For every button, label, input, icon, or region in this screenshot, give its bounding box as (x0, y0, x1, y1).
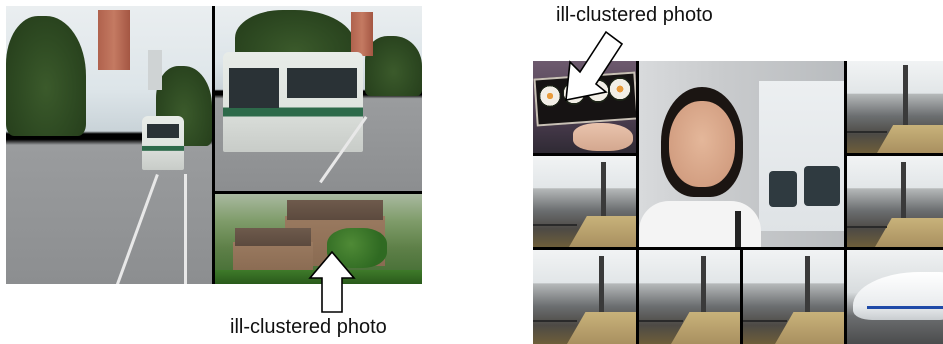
trees (6, 16, 86, 136)
tower-building (148, 50, 162, 90)
platform-post (599, 256, 604, 326)
rail (533, 224, 577, 226)
train-window (804, 166, 840, 206)
photo-station[interactable] (847, 156, 943, 247)
photo-sushi[interactable] (533, 61, 636, 153)
train-nose (853, 272, 943, 320)
platform (567, 312, 636, 344)
photo-tram-street[interactable] (6, 6, 212, 284)
platform (775, 312, 844, 344)
sushi-roll (609, 77, 631, 101)
tower-building (98, 10, 130, 70)
trees (365, 36, 422, 96)
tram-window (147, 124, 179, 138)
photo-station[interactable] (533, 250, 636, 344)
train-side (759, 81, 844, 231)
house-wall (233, 242, 313, 272)
train-stripe (867, 306, 943, 309)
photo-station[interactable] (639, 250, 740, 344)
tram-window (287, 68, 357, 98)
left-photo-collage (6, 6, 422, 284)
left-caption: ill-clustered photo (230, 316, 387, 338)
platform-post (805, 256, 810, 326)
platform (569, 216, 636, 247)
ivy (327, 228, 387, 268)
hedge (215, 270, 422, 284)
platform-post (901, 162, 906, 232)
tower-building (351, 12, 373, 56)
road-marking (114, 174, 159, 284)
platform (877, 125, 943, 153)
train-window (769, 171, 797, 207)
shirt (639, 201, 761, 247)
photo-station[interactable] (743, 250, 844, 344)
platform-post (601, 162, 606, 232)
face (669, 101, 735, 187)
rail (847, 226, 887, 228)
road-marking (184, 174, 187, 284)
photo-cottage[interactable] (215, 194, 422, 284)
rail (847, 131, 887, 133)
photo-tram-closeup[interactable] (215, 6, 422, 191)
sushi-roll (587, 79, 609, 103)
rail (639, 320, 683, 322)
house-roof (287, 200, 383, 220)
bag-strap (735, 211, 741, 247)
right-caption: ill-clustered photo (556, 4, 713, 26)
right-photo-collage (533, 61, 943, 344)
platform (671, 312, 740, 344)
platform (875, 218, 943, 247)
photo-station[interactable] (533, 156, 636, 247)
house-roof (235, 228, 311, 246)
platform-post (701, 256, 706, 326)
photo-bullet-train[interactable] (847, 250, 943, 344)
photo-portrait[interactable] (639, 61, 844, 247)
rail (533, 320, 577, 322)
hand (573, 123, 633, 151)
sushi-roll (563, 81, 585, 105)
sushi-roll (539, 85, 561, 107)
platform-post (903, 65, 908, 135)
rail (743, 320, 787, 322)
tram-window (229, 68, 279, 108)
photo-station[interactable] (847, 61, 943, 153)
